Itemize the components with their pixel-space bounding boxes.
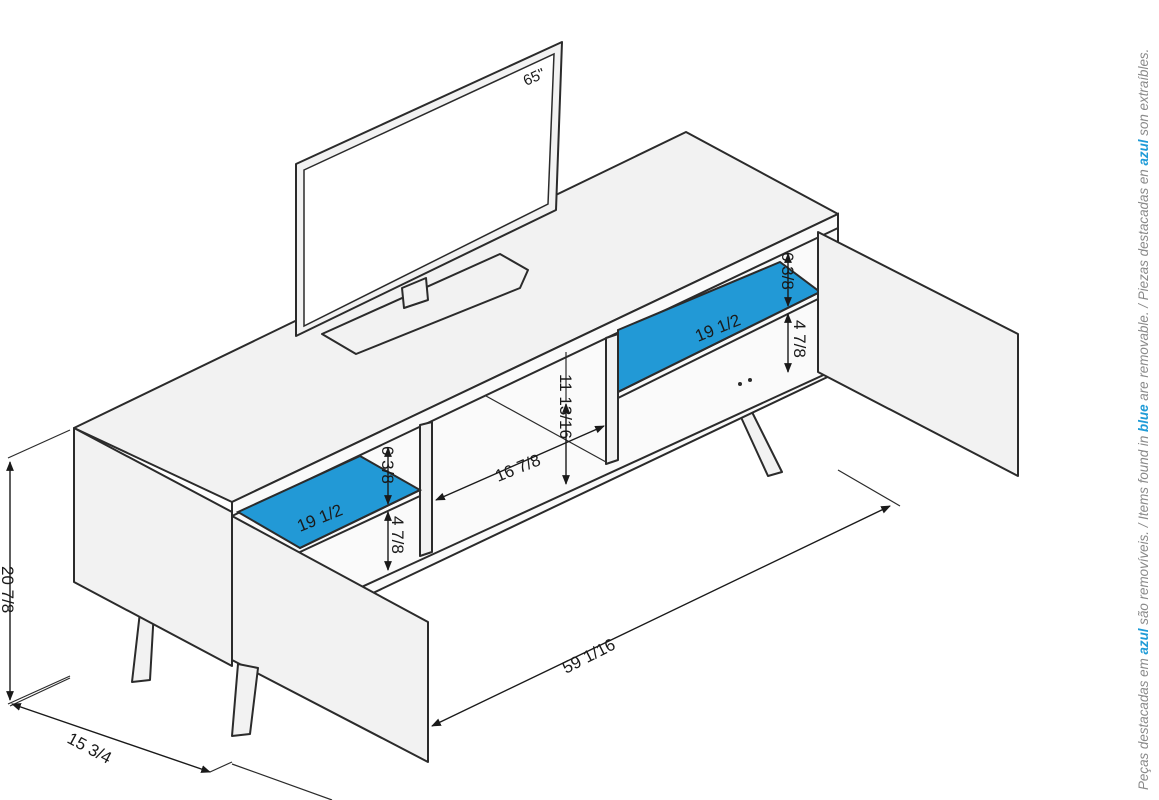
- note-part-4: son extraíbles.: [1136, 48, 1151, 140]
- removable-parts-note: Peças destacadas em azul são removíveis.…: [1136, 49, 1151, 790]
- dim-width-label: 59 1/16: [559, 635, 618, 678]
- dim-right-shelf-lower-label: 4 7/8: [790, 320, 809, 358]
- note-highlight-blue: blue: [1136, 404, 1151, 432]
- note-part-3: are removable. / Piezas destacadas en: [1136, 165, 1151, 405]
- dim-center-height-label: 11 13/16: [556, 374, 575, 439]
- dim-left-shelf-upper-label: 6 3/8: [378, 446, 397, 484]
- divider-left: [419, 421, 433, 557]
- note-part-2: são removíveis. / Items found in: [1136, 431, 1151, 629]
- dimension-height: 20 7/8: [0, 429, 71, 705]
- divider-right: [605, 333, 619, 465]
- cabinet-left-side: [73, 427, 233, 667]
- door-left-open: [231, 515, 429, 763]
- leg-front-left: [231, 663, 259, 737]
- dimension-center-height: 11 13/16: [556, 374, 575, 485]
- tv: 65": [295, 41, 563, 355]
- dimension-depth: 15 3/4: [9, 677, 233, 773]
- dim-height-label: 20 7/8: [0, 566, 17, 613]
- tv-stand-base: [321, 253, 529, 355]
- dim-depth-label: 15 3/4: [64, 729, 115, 768]
- dim-right-shelf-upper-label: 6 3/8: [778, 252, 797, 290]
- note-highlight-azul-es: azul: [1136, 139, 1151, 166]
- leg-back-right: [739, 411, 783, 477]
- note-part-1: Peças destacadas em: [1136, 654, 1151, 790]
- door-right-open: [817, 231, 1019, 477]
- dim-left-shelf-lower-label: 4 7/8: [388, 516, 407, 554]
- note-highlight-azul-pt: azul: [1136, 628, 1151, 655]
